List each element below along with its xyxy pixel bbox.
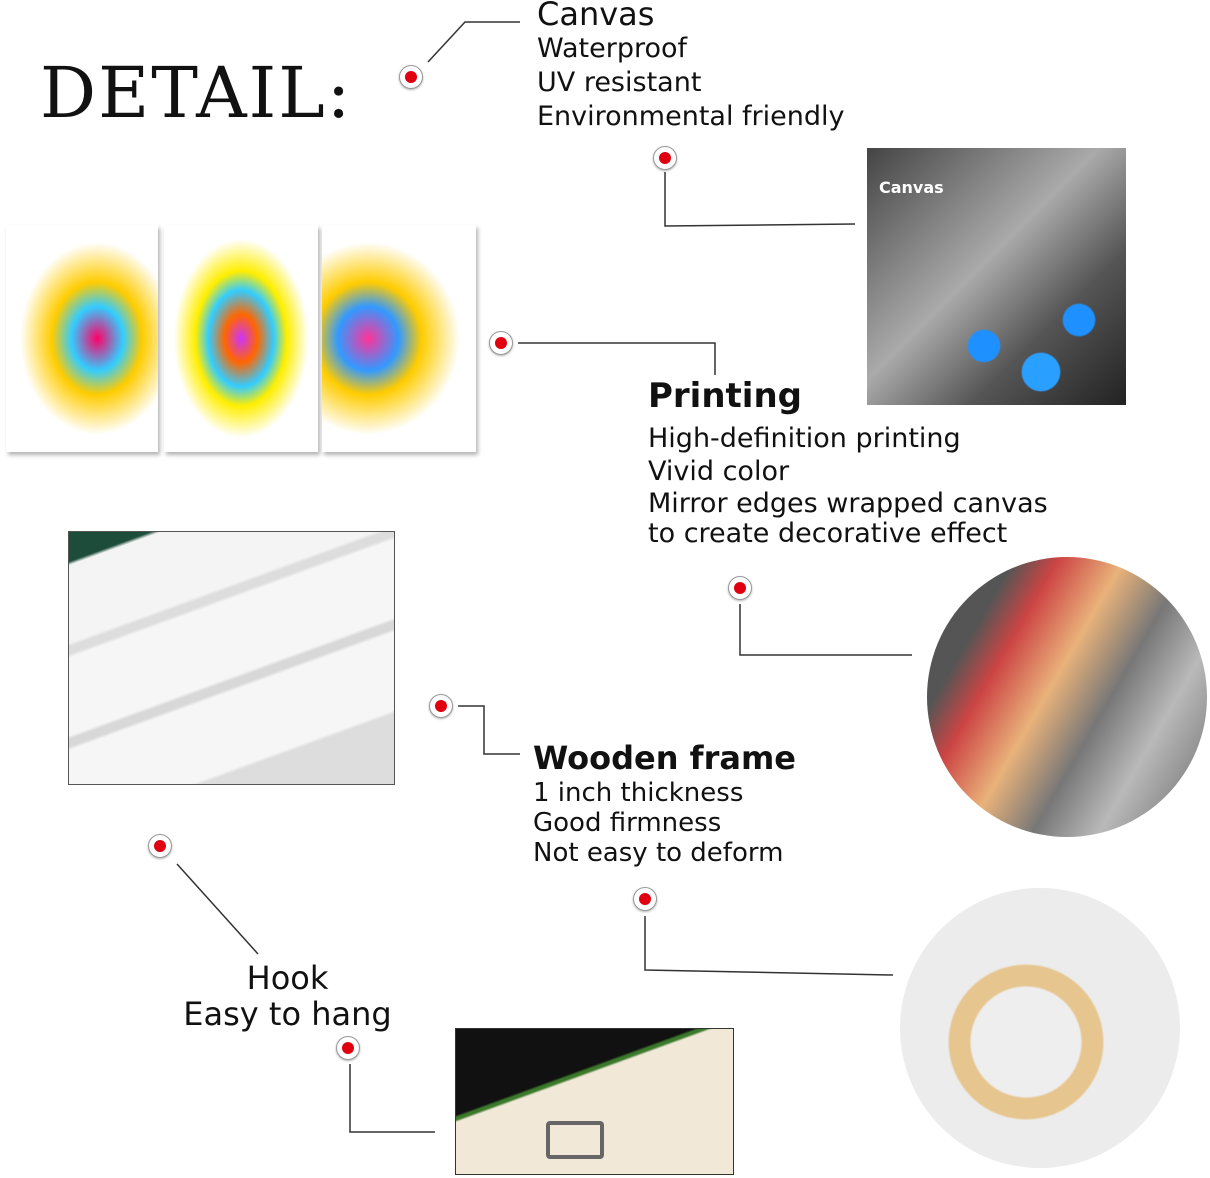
printing-line: Mirror edges wrapped canvas	[648, 488, 1048, 519]
marker-dot	[633, 887, 657, 911]
printing-heading: Printing	[648, 376, 802, 416]
connector-wood-photo	[644, 916, 894, 976]
printing-line: Vivid color	[648, 456, 790, 487]
hook-section: Hook Easy to hang	[150, 960, 425, 1032]
canvas-line: Environmental friendly	[537, 101, 845, 132]
marker-dot	[728, 576, 752, 600]
connector-edge-photo	[739, 604, 912, 656]
marker-dot	[653, 146, 677, 170]
frame-heading: Wooden frame	[533, 739, 796, 777]
marker-dot	[429, 694, 453, 718]
hook-heading: Hook	[246, 959, 329, 997]
printing-line: to create decorative effect	[648, 518, 1008, 549]
lips-panel-left	[6, 225, 158, 452]
marker-dot	[336, 1036, 360, 1060]
hook-line: Easy to hang	[183, 995, 392, 1033]
canvas-line: UV resistant	[537, 67, 702, 98]
connector-hook	[176, 863, 259, 955]
printing-section: Printing High-definition printing Vivid …	[648, 378, 1048, 548]
canvas-section: Canvas Waterproof UV resistant Environme…	[537, 0, 844, 134]
lips-panel-right	[322, 225, 476, 452]
connector-printing	[518, 342, 716, 375]
connector-hook-photo	[349, 1064, 435, 1133]
printing-line: High-definition printing	[648, 423, 961, 454]
marker-dot	[399, 65, 423, 89]
canvas-line: Waterproof	[537, 33, 688, 64]
page-title: DETAIL:	[40, 52, 353, 134]
frame-line: Not easy to deform	[533, 838, 784, 868]
connector-canvas-photo	[664, 172, 856, 227]
connector-frame	[458, 705, 520, 755]
canvas-heading: Canvas	[537, 0, 655, 33]
frame-line: 1 inch thickness	[533, 778, 744, 808]
white-frames-photo	[68, 531, 395, 785]
hook-icon	[546, 1121, 604, 1159]
frame-section: Wooden frame 1 inch thickness Good firmn…	[533, 740, 796, 868]
mirror-edge-photo	[927, 557, 1207, 837]
lips-panel-center	[164, 225, 318, 452]
frame-line: Good firmness	[533, 808, 722, 838]
canvas-photo: Canvas	[867, 148, 1126, 405]
marker-dot	[148, 834, 172, 858]
marker-dot	[489, 331, 513, 355]
hook-photo	[455, 1028, 734, 1175]
wood-frame-photo	[900, 888, 1180, 1168]
connector-canvas	[427, 21, 520, 63]
flowers-image	[927, 268, 1117, 398]
canvas-photo-label: Canvas	[879, 178, 944, 197]
